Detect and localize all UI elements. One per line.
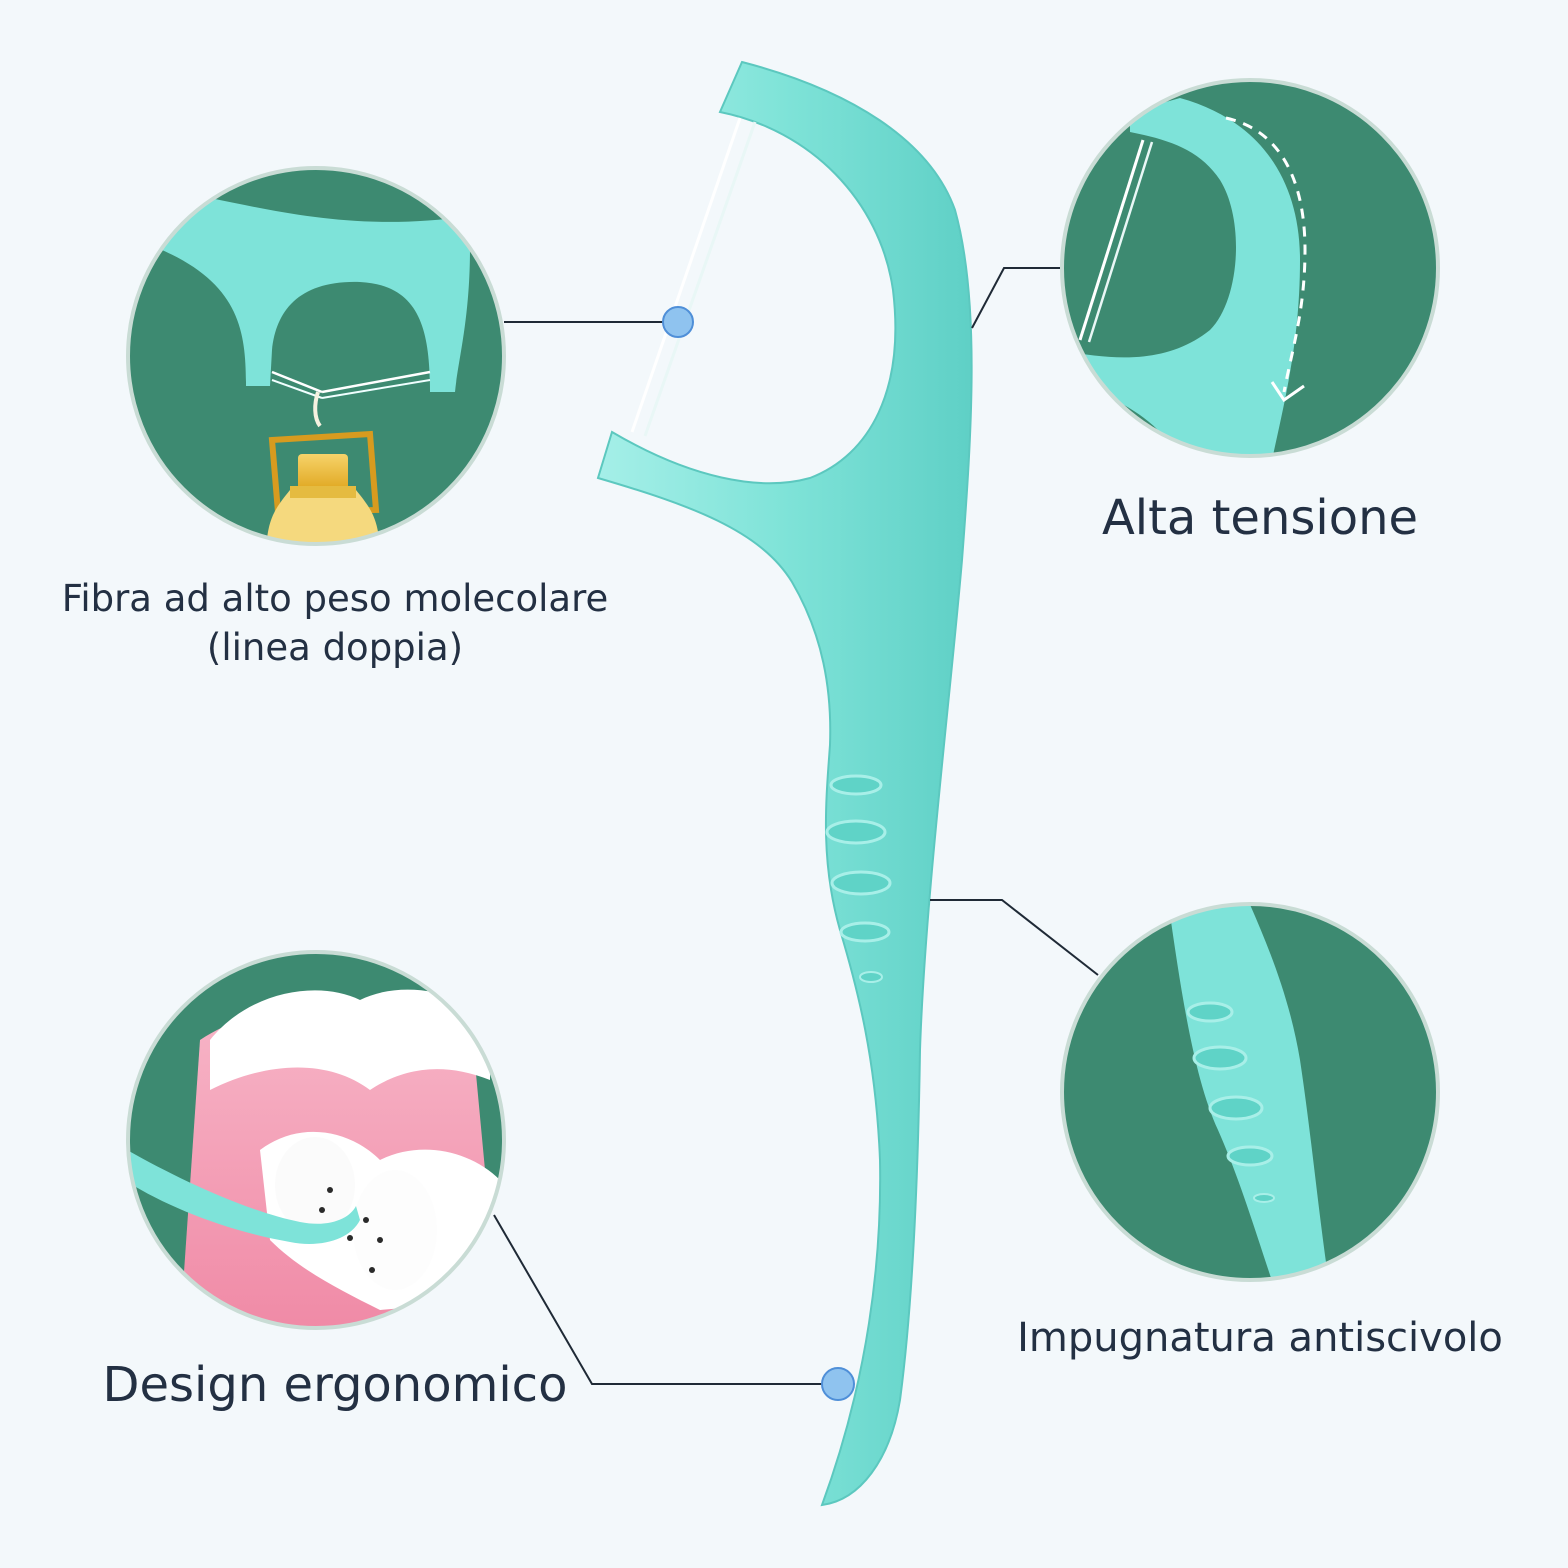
grip-ridge: [829, 774, 883, 796]
teeth-illustration: [128, 989, 500, 1328]
tension-arrow-icon: [1225, 116, 1307, 393]
grip-detail-circle: [1060, 902, 1440, 1282]
grip-ridge: [839, 921, 891, 943]
marker-dot-ergonomic: [821, 1367, 855, 1401]
grip-ridge: [825, 819, 887, 845]
fiber-label-line1: Fibra ad alto peso molecolare: [61, 577, 609, 620]
teeth-detail-circle: [126, 950, 506, 1330]
fiber-detail-circle: [126, 166, 506, 546]
grip-ridge: [830, 870, 892, 896]
fiber-feature-label: Fibra ad alto peso molecolare (linea dop…: [20, 574, 650, 672]
grip-ridge: [859, 971, 883, 983]
fiber-label-line2: (linea doppia): [206, 626, 464, 669]
marker-dot-fiber: [662, 306, 694, 338]
floss-pick-illustration: [596, 60, 973, 1507]
connector-lines: [493, 267, 1099, 1385]
grip-feature-label: Impugnatura antiscivolo: [1017, 1315, 1503, 1361]
ergonomic-feature-label: Design ergonomico: [102, 1357, 568, 1413]
tension-feature-label: Alta tensione: [1101, 490, 1419, 546]
tension-detail-circle: [1060, 78, 1440, 458]
